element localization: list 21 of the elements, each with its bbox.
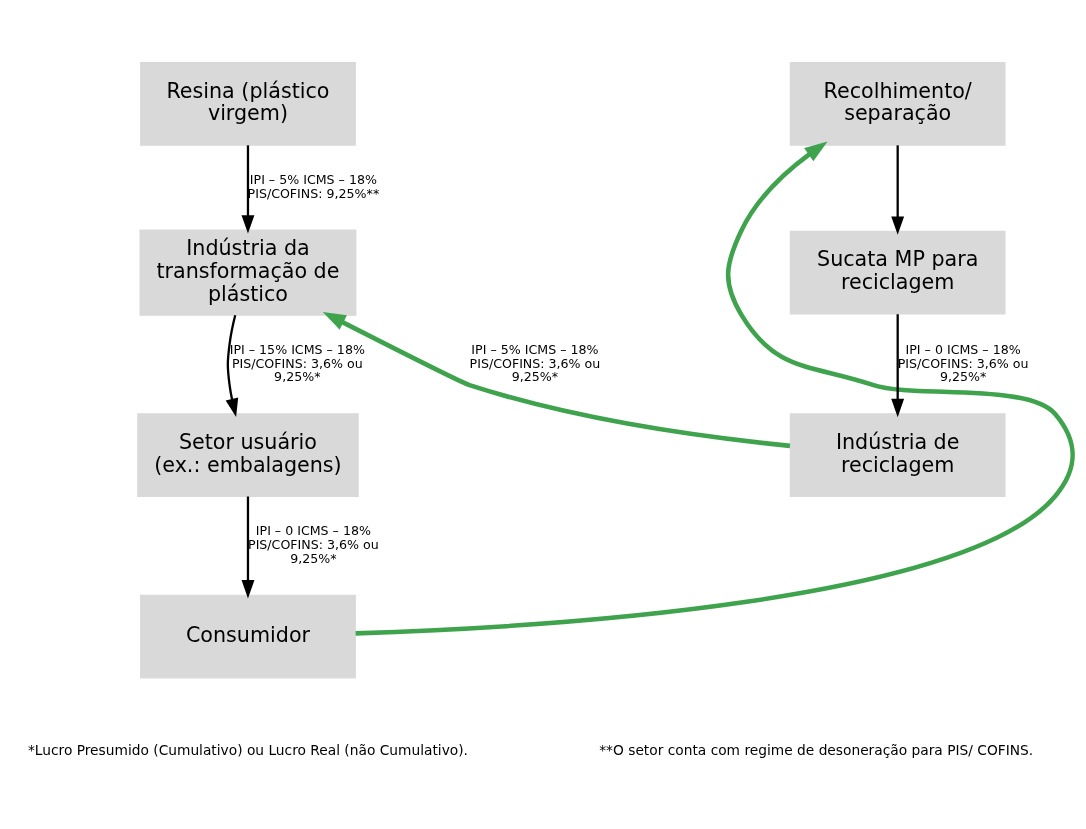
arrow [891,144,905,235]
arrow [322,311,791,448]
arrow [891,313,905,417]
edge-label: IPI – 5% ICMS – 18% PIS/COFINS: 9,25%** [247,171,380,201]
label: *Lucro Presumido (Cumulativo) ou Lucro Real (não Cumulativo). [27,741,468,758]
node-box: Sucata MP para reciclagem [789,230,1006,315]
edge-label: IPI – 15% ICMS – 18% PIS/COFINS: 3,6% ou 9,25%* [229,341,365,384]
node-box: Consumidor [140,594,356,678]
node-box: Resina (plástico virgem) [140,61,356,146]
arrow [241,144,255,234]
edge-label: IPI – 0 ICMS – 18% PIS/COFINS: 3,6% ou 9,25%* [248,522,379,566]
node-box: Indústria da transformação de plástico [139,229,357,316]
label: **O setor conta com regime de desoneração para PIS/ COFINS. [599,741,1034,758]
arrow [355,140,1075,636]
edge-label: IPI – 0 ICMS – 18% PIS/COFINS: 3,6% ou 9,25%* [897,341,1029,384]
node-box: Indústria de reciclagem [789,412,1006,497]
edge-label: IPI – 5% ICMS – 18% PIS/COFINS: 3,6% ou 9,25%* [469,341,601,384]
node-box: Setor usuário (ex.: embalagens) [137,412,359,497]
arrow [241,496,255,598]
node-box: Recolhimento/ separação [789,61,1006,146]
arrow [225,314,239,417]
